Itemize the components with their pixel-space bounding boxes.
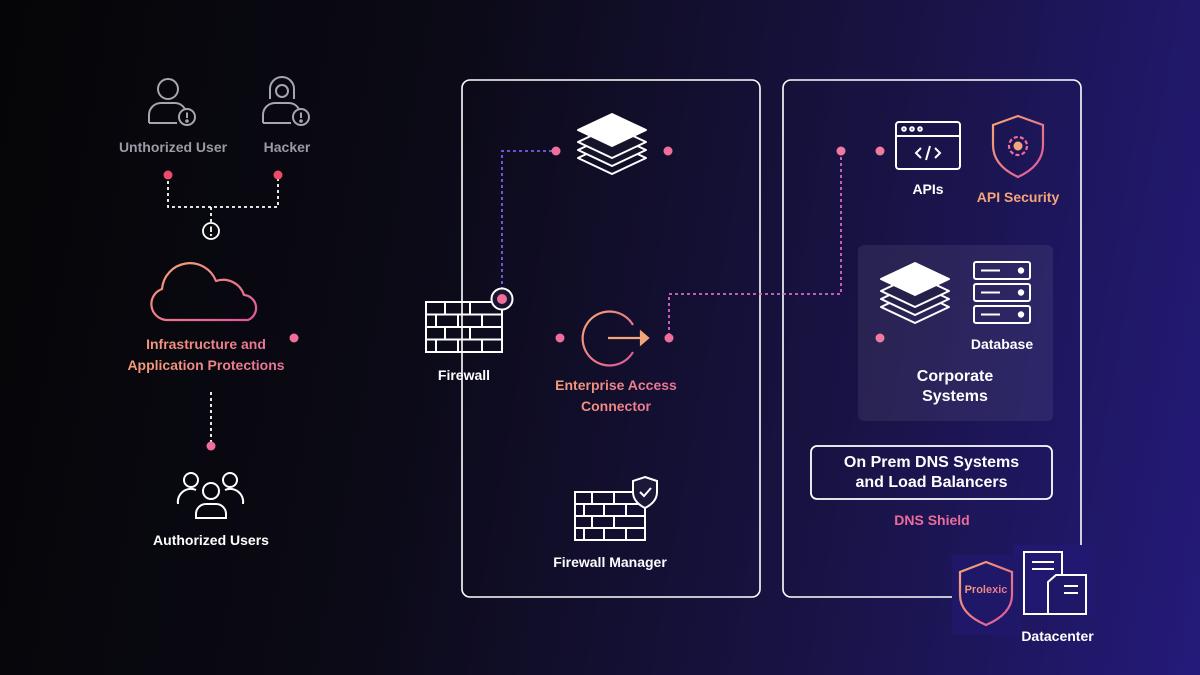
- firewall-icon: [425, 301, 503, 353]
- api-security-icon: [991, 114, 1045, 179]
- hacker-icon: [262, 76, 310, 126]
- hacker-label: Hacker: [263, 139, 311, 155]
- dns-systems-line2: and Load Balancers: [855, 474, 1008, 491]
- firewall-manager-icon: [574, 491, 646, 541]
- eac-label-line2: Connector: [531, 396, 701, 417]
- datacenter-icon: [1023, 551, 1087, 615]
- authorized-users-icon: [176, 472, 245, 519]
- layers-icon: [577, 113, 647, 175]
- alert-icon: [202, 222, 220, 240]
- connector-lines: [167, 150, 880, 446]
- protections-label-line2: Application Protections: [100, 355, 312, 376]
- shield-check-icon: [632, 475, 658, 510]
- datacenter-label: Datacenter: [1021, 628, 1094, 644]
- api-security-label: API Security: [976, 189, 1060, 205]
- enterprise-access-connector-icon: [581, 310, 650, 367]
- cloud-icon: [150, 262, 258, 322]
- corporate-label-line1: Corporate: [916, 368, 994, 385]
- apis-label: APIs: [912, 181, 944, 197]
- firewall-manager-label: Firewall Manager: [553, 554, 667, 570]
- dns-systems-line1: On Prem DNS Systems: [843, 454, 1020, 471]
- unauthorized-user-icon: [148, 78, 196, 126]
- database-icon: [973, 261, 1031, 324]
- unauthorized-user-label: Unthorized User: [118, 139, 228, 155]
- eac-label-line1: Enterprise Access: [531, 375, 701, 396]
- connector-dots: [163, 146, 885, 451]
- database-label: Database: [970, 336, 1034, 352]
- firewall-label: Firewall: [437, 367, 491, 383]
- firewall-status-icon: [490, 287, 514, 311]
- dns-systems-box: [810, 445, 1053, 500]
- protections-label-line1: Infrastructure and: [100, 334, 312, 355]
- dns-shield-label: DNS Shield: [894, 512, 970, 528]
- corporate-layers-icon: [880, 262, 950, 324]
- api-icon: [895, 121, 961, 170]
- corporate-label-line2: Systems: [922, 388, 988, 405]
- authorized-users-label: Authorized Users: [153, 532, 269, 548]
- prolexic-label: Prolexic: [956, 582, 1016, 598]
- prolexic-shield-icon: [958, 560, 1014, 627]
